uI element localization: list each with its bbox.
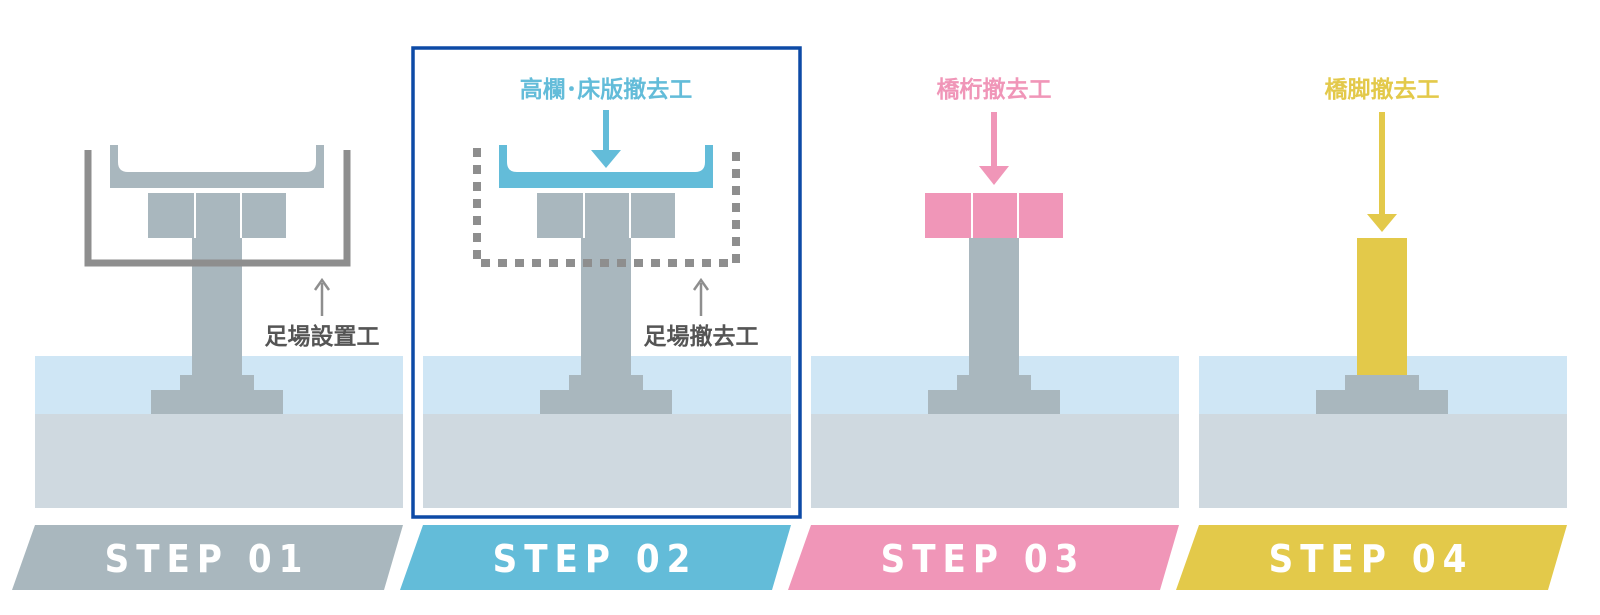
joint-line [240,193,242,238]
deck-slab-highlighted [499,145,713,188]
step-title: 高欄･床版撤去工 [520,76,693,103]
scaffold-frame-dashed [473,148,740,267]
step-label: STEP 01 [105,537,310,581]
scaffold-label: 足場撤去工 [644,323,759,350]
ground-area [1199,414,1567,508]
step-label: STEP 03 [881,537,1086,581]
down-arrow-icon [1367,112,1397,232]
step-title: 橋脚撤去工 [1325,76,1440,103]
joint-line [1017,193,1019,238]
step-03-panel: 橋桁撤去工 [811,76,1179,508]
down-arrow-icon [979,112,1009,185]
step-02-panel: 高欄･床版撤去工 足場撤去工 [411,46,802,519]
step-banner-04: STEP 04 [1176,525,1567,590]
step-banner-01: STEP 01 [12,525,403,590]
pier [928,238,1060,414]
scaffold-frame [84,150,351,267]
joint-line [194,193,196,238]
step-04-panel: 橋脚撤去工 [1199,76,1567,508]
up-arrow-icon [692,277,710,316]
up-arrow-icon [313,277,331,316]
scaffold-label: 足場設置工 [265,323,380,350]
step-banner-03: STEP 03 [788,525,1179,590]
joint-line [629,193,631,238]
pier-footing [1316,375,1448,414]
step-01-panel: 足場設置工 [35,145,403,508]
ground-area [811,414,1179,508]
ground-area [423,414,791,508]
ground-area [35,414,403,508]
deck-slab [110,145,324,188]
down-arrow-icon [591,110,621,168]
pier-column-highlighted [1357,238,1407,375]
joint-line [971,193,973,238]
highlight-border [411,46,802,519]
step-banner-02: STEP 02 [400,525,791,590]
joint-line [583,193,585,238]
step-title: 橋桁撤去工 [937,76,1052,103]
step-label: STEP 02 [493,537,698,581]
step-label: STEP 04 [1269,537,1474,581]
girder-highlighted [925,193,1063,238]
